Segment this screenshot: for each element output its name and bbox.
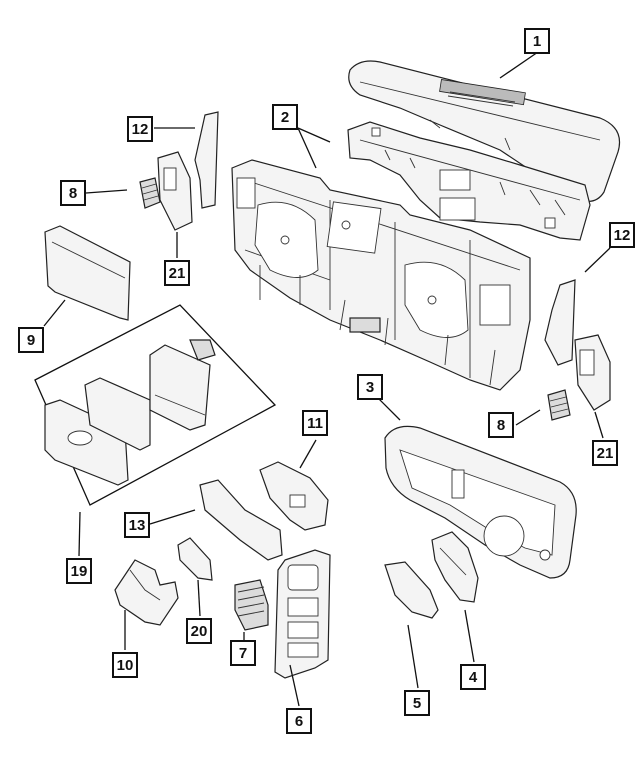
glove-box-assembly-group	[34, 304, 277, 506]
callout-3: 3	[357, 374, 383, 400]
callout-9: 9	[18, 327, 44, 353]
center-support-bracket	[199, 479, 283, 561]
callout-20: 20	[186, 618, 212, 644]
callout-5: 5	[404, 690, 430, 716]
side-air-vent-right	[547, 389, 571, 421]
callout-8-right: 8	[488, 412, 514, 438]
callout-11: 11	[302, 410, 328, 436]
center-stack-bezel	[274, 549, 331, 679]
callout-8-left: 8	[60, 180, 86, 206]
callout-19: 19	[66, 558, 92, 584]
end-cap-left	[157, 151, 193, 231]
dash-carrier-frame	[231, 159, 531, 391]
end-cap-right	[574, 334, 611, 411]
instrument-panel-top-pad	[348, 60, 621, 202]
leader-lines	[43, 51, 611, 707]
cluster-bezel	[384, 425, 577, 579]
lower-trim-panel-right	[431, 531, 479, 603]
center-air-vent	[234, 579, 269, 631]
end-bracket-right	[544, 279, 576, 366]
callout-12-right: 12	[609, 222, 635, 248]
upper-panel-bracket	[347, 121, 591, 241]
callout-21-left: 21	[164, 260, 190, 286]
knee-bolster-left	[384, 561, 439, 619]
callout-12-left: 12	[127, 116, 153, 142]
callout-13: 13	[124, 512, 150, 538]
callout-2: 2	[272, 104, 298, 130]
callout-6: 6	[286, 708, 312, 734]
steering-column-bracket	[259, 461, 329, 531]
callout-7: 7	[230, 640, 256, 666]
callout-10: 10	[112, 652, 138, 678]
mounting-bracket	[177, 537, 213, 581]
callout-1: 1	[524, 28, 550, 54]
glove-box-door	[44, 225, 131, 321]
end-bracket-left	[194, 111, 219, 209]
side-air-vent-left	[139, 177, 161, 209]
callout-21-right: 21	[592, 440, 618, 466]
callout-4: 4	[460, 664, 486, 690]
glove-box-bracket	[114, 559, 179, 626]
